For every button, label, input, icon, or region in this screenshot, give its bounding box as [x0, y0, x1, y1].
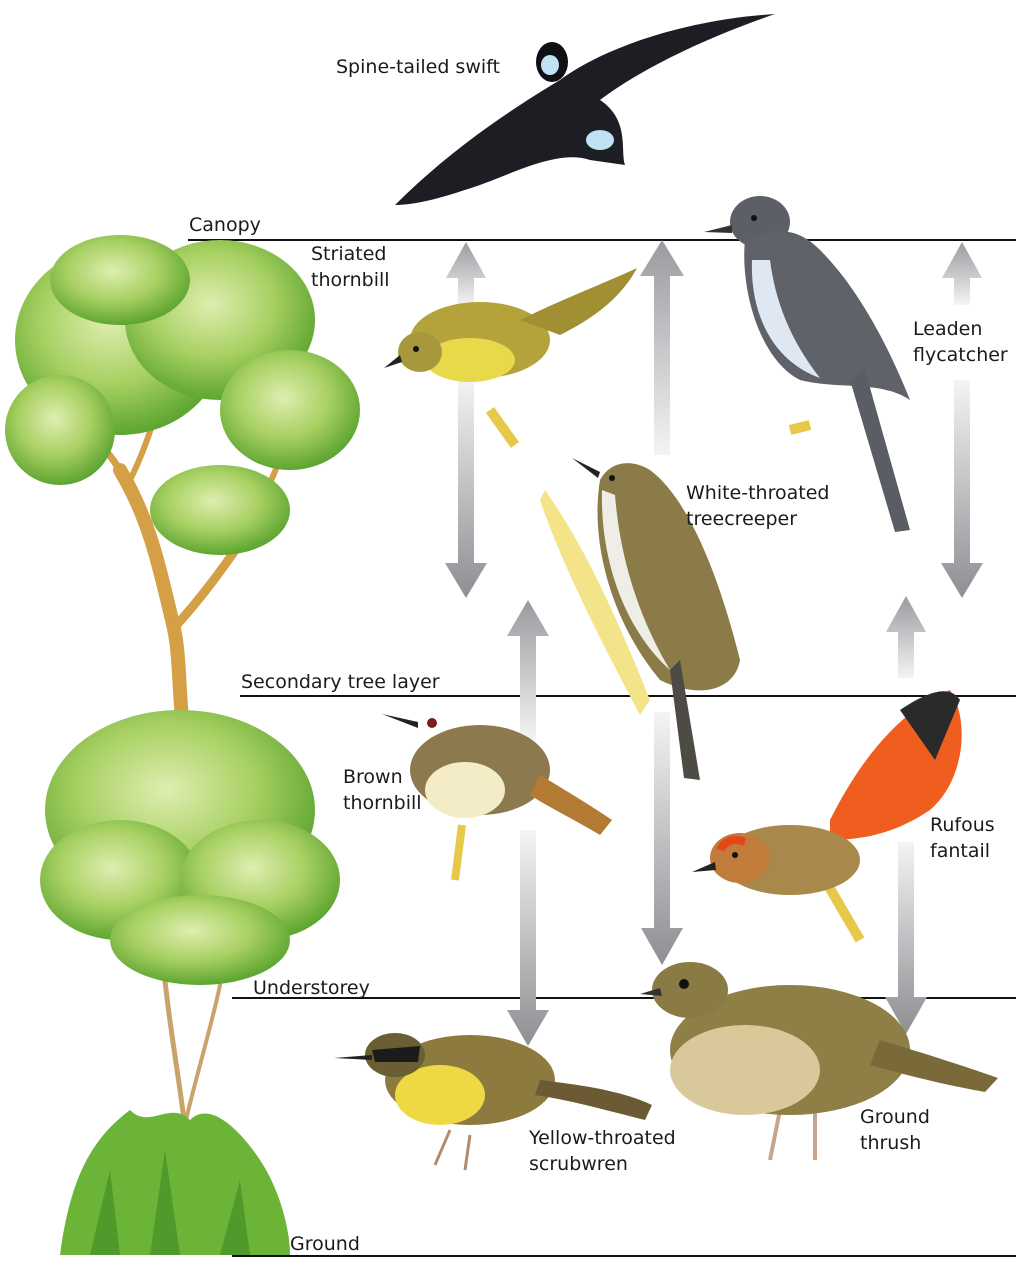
leaden-flycatcher-label: Leaden flycatcher [913, 316, 1008, 368]
rufous-fantail-label-line2: fantail [930, 838, 995, 864]
rufous-down-arrow [885, 842, 927, 1034]
scrubwren-label-line2: scrubwren [529, 1151, 676, 1177]
striated-thornbill-label-line2: thornbill [311, 267, 390, 293]
leaden-flycatcher-label-line2: flycatcher [913, 342, 1008, 368]
leaden-up-arrow [942, 242, 982, 305]
leaden-flycatcher-label-line1: Leaden [913, 316, 1008, 342]
ground-thrush-label-line1: Ground [860, 1104, 930, 1130]
spine-tailed-swift-image [395, 14, 775, 205]
treecreeper-label-line2: treecreeper [686, 506, 829, 532]
rufous-fantail-label: Rufous fantail [930, 812, 995, 864]
canopy-label: Canopy [189, 212, 261, 238]
striated-thornbill-label-line1: Striated [311, 241, 390, 267]
yellow-throated-scrubwren-label: Yellow-throated scrubwren [529, 1125, 676, 1177]
rufous-up-arrow [886, 596, 926, 678]
striated-up-arrow [446, 242, 486, 305]
understorey-label: Understorey [253, 975, 370, 1001]
scrubwren-label-line1: Yellow-throated [529, 1125, 676, 1151]
treecreeper-down-arrow [641, 712, 683, 965]
ground-thrush-image [640, 962, 998, 1160]
brown-thornbill-label-line2: thornbill [343, 790, 422, 816]
tree-illustration [5, 235, 360, 1255]
ground-label: Ground [290, 1231, 360, 1257]
leaden-down-arrow [941, 380, 983, 598]
striated-thornbill-label: Striated thornbill [311, 241, 390, 293]
rufous-fantail-label-line1: Rufous [930, 812, 995, 838]
ground-shrub [60, 1110, 290, 1255]
secondary-foliage [40, 710, 340, 985]
rufous-fantail-image [692, 690, 962, 940]
canopy-foliage [5, 235, 360, 555]
spine-tailed-swift-label: Spine-tailed swift [336, 54, 500, 80]
striated-both-arrow [445, 378, 487, 598]
brown-down-arrow [507, 830, 549, 1046]
brown-up-arrow [507, 600, 549, 740]
secondary-layer-label: Secondary tree layer [241, 669, 440, 695]
brown-thornbill-label-line1: Brown [343, 764, 422, 790]
treecreeper-label-line1: White-throated [686, 480, 829, 506]
ground-thrush-label: Ground thrush [860, 1104, 930, 1156]
ground-thrush-label-line2: thrush [860, 1130, 930, 1156]
brown-thornbill-label: Brown thornbill [343, 764, 422, 816]
striated-thornbill-image [384, 268, 637, 445]
white-throated-treecreeper-label: White-throated treecreeper [686, 480, 829, 532]
treecreeper-up-arrow [640, 240, 684, 455]
